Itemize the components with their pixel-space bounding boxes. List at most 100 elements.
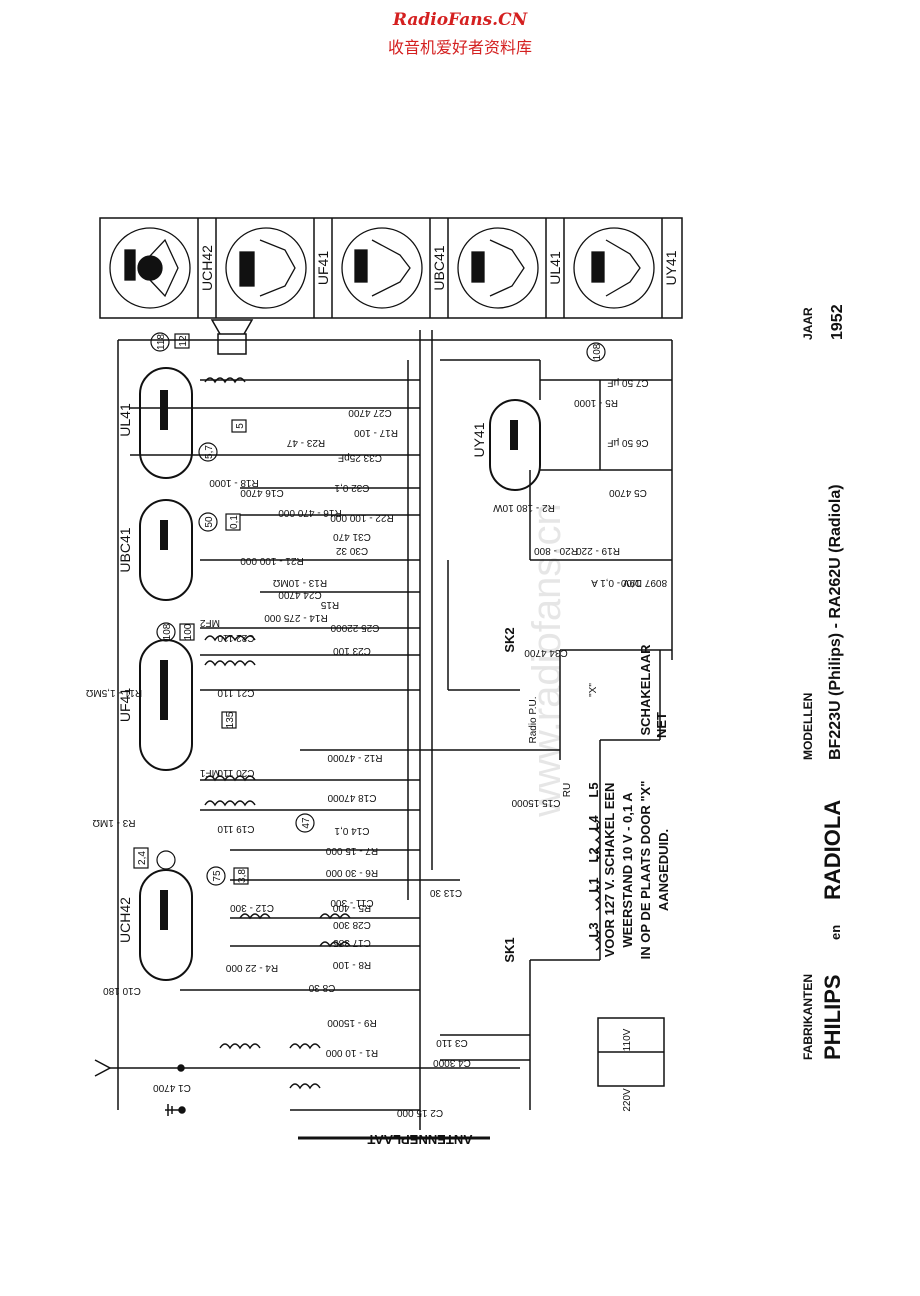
ru-label: RU — [562, 783, 573, 797]
circle-mark-5: 47 — [301, 817, 312, 829]
antenna-icon — [94, 1059, 185, 1077]
component-label: C3 110 — [436, 1037, 468, 1048]
title-jaar: JAAR — [801, 307, 815, 340]
component-label: MF1 — [200, 767, 220, 778]
socket-label-1: UCH42 — [199, 245, 215, 291]
site-title: RadioFans.CN — [392, 10, 528, 30]
component-label: R2 - 180 10W — [493, 502, 555, 513]
socket-label-2: UF41 — [315, 251, 331, 285]
component-label: C23 100 — [333, 645, 371, 656]
voltage-selector — [597, 1017, 665, 1087]
radio-pu-label: Radio P.U. — [528, 696, 539, 743]
site-subtitle: 收音机爱好者资料库 — [387, 38, 532, 57]
component-label: C7 50 µF — [607, 377, 648, 388]
box-mark-7: 100 — [183, 623, 194, 640]
coil-seq-3: L2 — [586, 847, 601, 862]
title-radiola: RADIOLA — [820, 800, 845, 900]
component-label: R15 — [320, 599, 339, 610]
component-label: R12 - 47000 — [327, 752, 382, 763]
component-label: C25 22000 — [330, 622, 379, 633]
component-label: C17 385 — [333, 937, 371, 948]
coil-seq-2: L1 — [586, 877, 601, 892]
socket-label-3: UBC41 — [431, 245, 447, 290]
circle-mark-6: 108 — [592, 343, 603, 360]
component-label: C32 0,1 — [334, 482, 369, 493]
component-label: C15 15000 — [511, 797, 560, 808]
antenna-plate-label: ANTENNEPLAAT — [367, 1132, 472, 1147]
component-label: C13 30 — [429, 887, 462, 898]
title-fabrikanten: FABRIKANTEN — [801, 974, 815, 1060]
component-label: R14 - 275 000 — [264, 612, 328, 623]
note-line-4: AANGEDUID. — [656, 829, 671, 911]
box-mark-6: 2,4 — [137, 851, 148, 865]
component-label: C28 300 — [333, 919, 371, 930]
component-label: C24 4700 — [278, 589, 322, 600]
socket-strip — [99, 217, 683, 319]
component-label: R1 - 10 000 — [325, 1047, 378, 1058]
wiring — [117, 330, 673, 1140]
component-label: R19 - 220 — [576, 545, 620, 556]
component-label: C11 - 300 — [330, 897, 374, 908]
tube-label-uch42: UCH42 — [117, 897, 133, 943]
speaker-icon — [210, 319, 254, 355]
box-mark-1: 12 — [178, 335, 189, 347]
switch-label: SCHAKELAAR — [638, 644, 653, 736]
tube-label-uf41: UF41 — [117, 688, 133, 722]
tube-label-ubc41: UBC41 — [117, 527, 133, 572]
component-label: R9 - 15000 — [327, 1017, 377, 1028]
tube-label-uy41: UY41 — [471, 422, 487, 457]
component-label: C8 30 — [308, 982, 335, 993]
voltage-220-label: 220V — [622, 1088, 633, 1112]
circle-mark-1: 118 — [156, 334, 167, 350]
box-mark-8: 0,1 — [229, 515, 240, 529]
title-models: BF223U (Philips) - RA262U (Radiola) — [827, 484, 844, 760]
component-label: R5 - 400 — [332, 902, 371, 913]
note-line-2: WEERSTAND 10 V - 0,1 A — [620, 792, 635, 948]
component-label: C30 32 — [335, 545, 368, 556]
note-line-1: VOOR 127 V. SCHAKEL EEN — [602, 783, 617, 958]
component-label: C21 110 — [217, 687, 255, 698]
component-label: C2 15 000 — [396, 1107, 443, 1118]
component-label: C1 4700 — [153, 1082, 191, 1093]
coil-seq-5: L5 — [586, 782, 601, 797]
component-label: R6 - 30 000 — [325, 867, 378, 878]
component-label: C4 3000 — [433, 1057, 471, 1068]
coil-seq-1: L3 — [586, 922, 601, 937]
component-label: R22 - 100 000 — [330, 512, 394, 523]
component-label: R18 - 1000 — [209, 477, 259, 488]
coil-seq-4: L4 — [586, 815, 601, 831]
component-label: 19V - 0,1 A — [591, 577, 641, 588]
socket-label-5: UY41 — [663, 250, 679, 285]
box-mark-4: 135 — [225, 711, 236, 728]
note-line-3: IN OP DE PLAATS DOOR "X" — [638, 781, 653, 960]
sk2-label: SK2 — [502, 627, 517, 652]
title-year: 1952 — [829, 304, 846, 340]
component-label: C12 - 300 — [230, 902, 274, 913]
tube-envelopes — [139, 367, 541, 981]
net-label: NET — [654, 712, 669, 738]
component-label: C18 47000 — [327, 792, 376, 803]
component-label: R3 - 1MΩ — [92, 817, 136, 828]
box-mark-5: 3,8 — [237, 869, 248, 883]
component-label: C34 4700 — [524, 647, 568, 658]
sk1-label: SK1 — [502, 937, 517, 962]
component-label: R17 - 100 — [354, 427, 398, 438]
component-label: R8 - 100 — [332, 959, 371, 970]
component-label: R5 - 1000 — [574, 397, 618, 408]
component-label: C16 4700 — [240, 487, 284, 498]
component-label: C27 4700 — [348, 407, 392, 418]
component-label: 8097 D/00 — [620, 577, 667, 588]
component-label: C19 110 — [217, 823, 255, 834]
component-label: C6 50 µF — [607, 437, 648, 448]
socket-diagrams — [109, 227, 655, 309]
circle-mark-4: 75 — [212, 870, 223, 882]
component-label: R13 - 10MΩ — [272, 577, 327, 588]
earth-icon — [165, 1104, 186, 1116]
watermark: www.radiofans.cn — [525, 503, 569, 817]
title-modellen: MODELLEN — [801, 693, 815, 760]
component-label: R16 - 470 000 — [278, 507, 342, 518]
box-mark-2: 5,7 — [204, 445, 215, 459]
component-label: R7 - 15 000 — [325, 845, 378, 856]
